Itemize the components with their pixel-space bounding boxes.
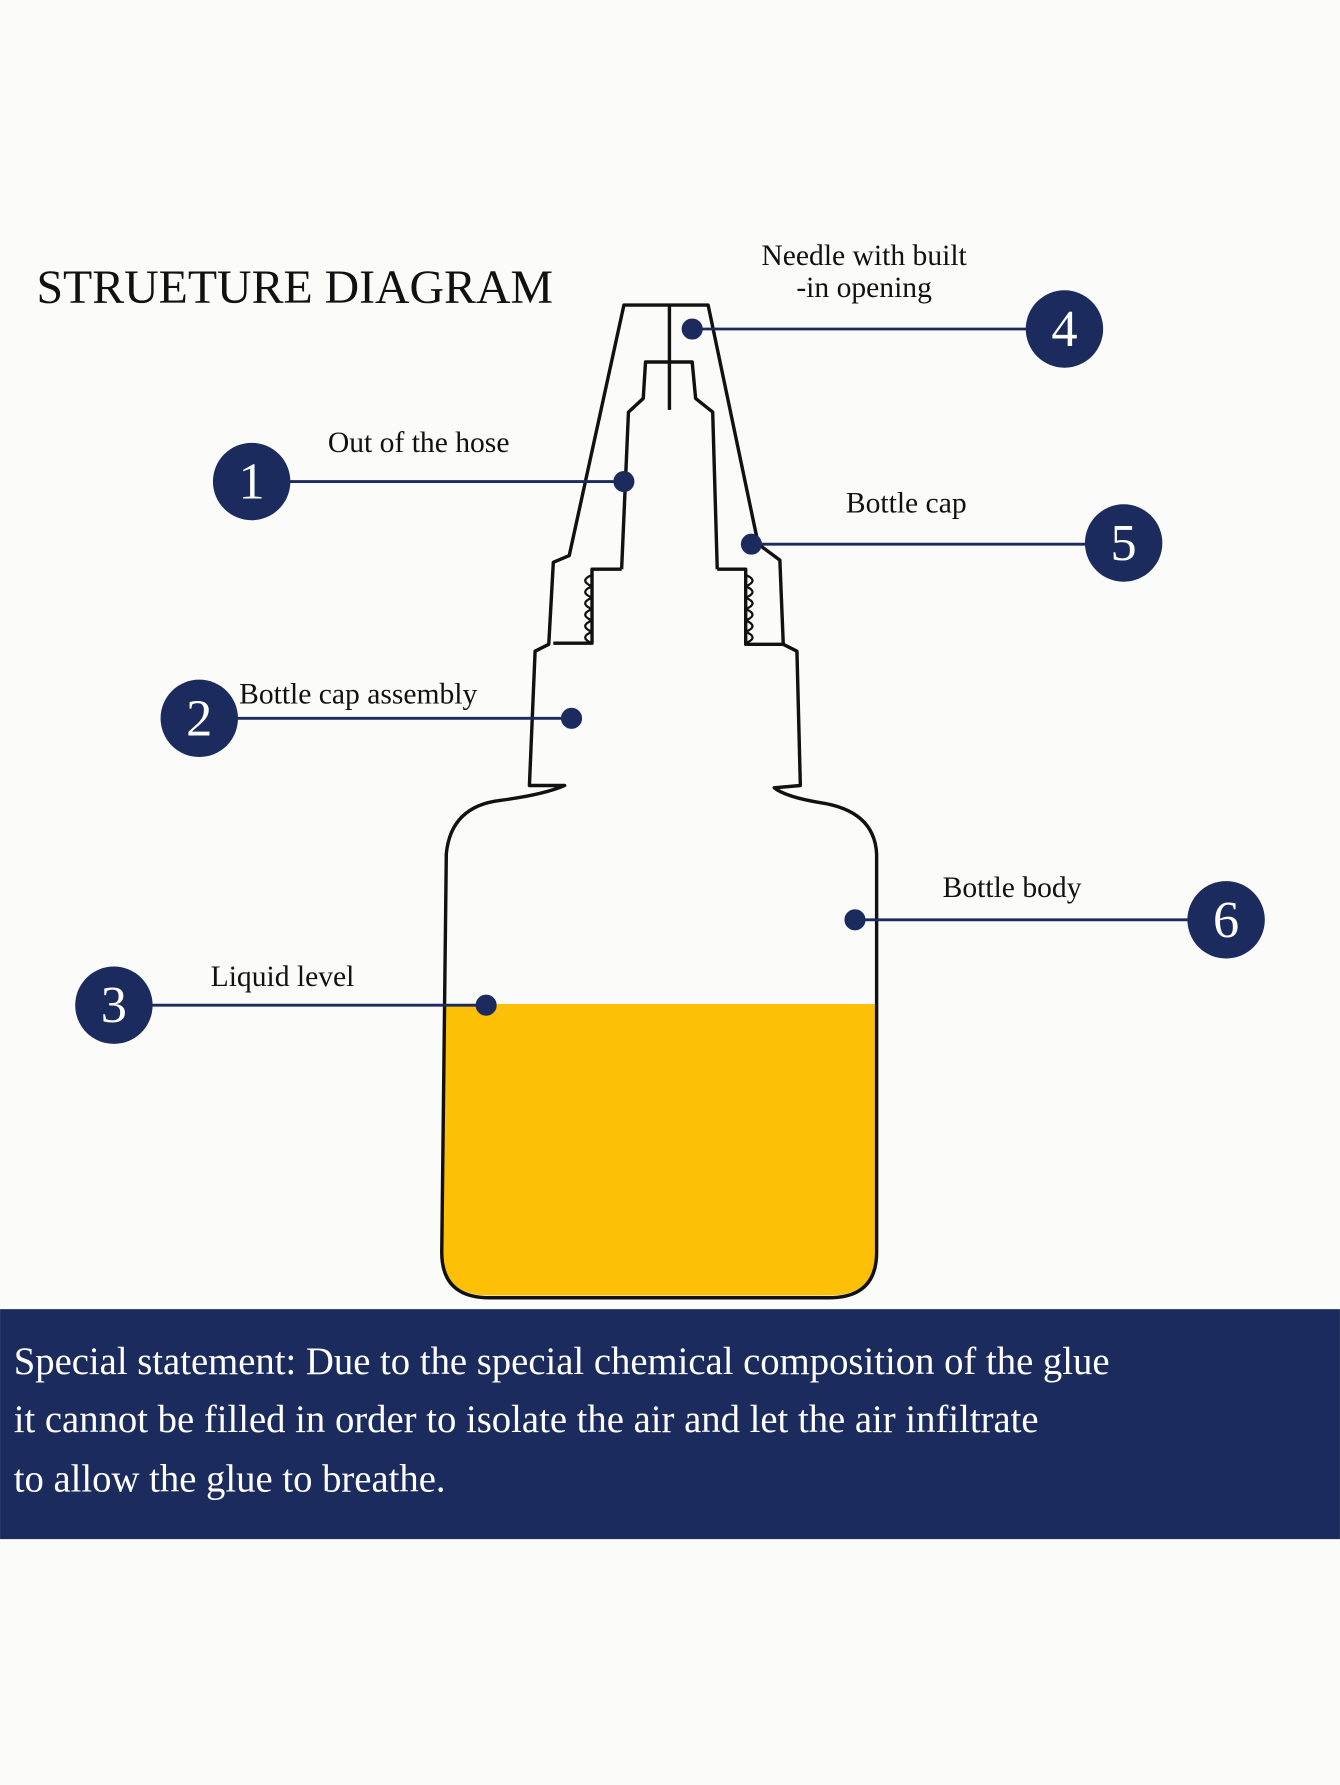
svg-text:2: 2 [186,689,212,747]
label-bottle-body: Bottle body [943,872,1082,904]
callout-badge-3: 3 [75,966,153,1044]
pointer-dot-2 [560,707,583,729]
cap-inner-left [553,567,622,645]
label-needle-line1: Needle with built [761,240,967,272]
svg-text:5: 5 [1111,514,1137,572]
label-out-of-the-hose: Out of the hose [328,427,510,459]
svg-text:6: 6 [1213,891,1239,949]
callout-badge-4: 4 [1025,290,1104,368]
statement-line-2: it cannot be filled in order to isolate … [14,1399,1039,1441]
callout-badge-1: 1 [212,442,291,521]
bottle-outline [440,303,879,1300]
statement-line-3: to allow the glue to breathe. [14,1458,446,1500]
statement-line-1: Special statement: Due to the special ch… [14,1341,1110,1383]
pointer-dot-4 [681,318,703,340]
label-bottle-cap: Bottle cap [846,487,967,519]
liquid-fill [442,1004,876,1296]
callout-badge-5: 5 [1084,504,1163,582]
label-bottle-cap-assembly: Bottle cap assembly [239,679,477,711]
callout-badge-6: 6 [1187,881,1265,959]
callout-badge-2: 2 [160,679,238,758]
svg-text:1: 1 [239,453,265,511]
bottle-illustration [440,303,879,1300]
cap-inner-right [717,567,784,647]
statement-banner [0,1309,1340,1540]
label-liquid-level: Liquid level [211,961,355,993]
pointer-dot-5 [740,533,762,555]
thread-right [744,573,754,645]
thread-left [584,573,594,645]
svg-text:4: 4 [1051,300,1077,358]
pointer-dot-1 [613,471,635,493]
svg-text:3: 3 [101,976,127,1034]
leader-lines [148,318,1194,1016]
pointer-dot-6 [844,909,866,931]
pointer-dot-3 [475,994,497,1016]
label-needle-line2: -in opening [796,272,932,304]
diagram-title: STRUETURE DIAGRAM [36,261,552,314]
